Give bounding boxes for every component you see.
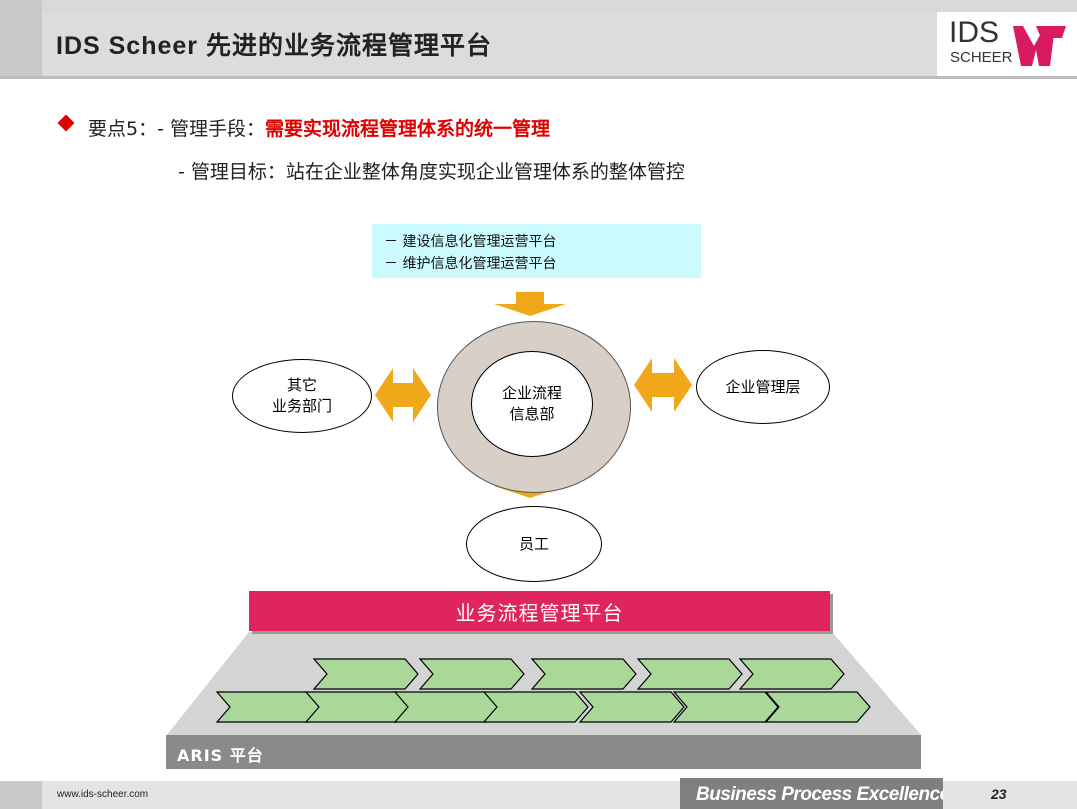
right-ellipse: 企业管理层 <box>696 350 830 424</box>
footer-left-block <box>0 781 42 809</box>
footer-url[interactable]: www.ids-scheer.com <box>57 789 149 800</box>
arrow-left-right-icon <box>375 368 431 422</box>
footer-tagline: Business Process Excellence <box>696 784 950 805</box>
footer-right-band <box>943 781 1077 809</box>
header-left-block <box>0 0 42 76</box>
management-goal: - 管理目标：站在企业整体角度实现企业管理体系的整体管控 <box>178 161 685 183</box>
key-point-highlight: 需要实现流程管理体系的统一管理 <box>264 118 550 140</box>
center-line-1: 企业流程 <box>501 384 562 402</box>
page-number: 23 <box>991 786 1007 802</box>
logo-text-ids: IDS <box>949 16 1000 49</box>
platform-trapezoid <box>166 632 922 736</box>
ids-scheer-logo-icon <box>940 14 1077 74</box>
left-line-1: 其它 <box>286 376 317 394</box>
key-point-label: 要点5：- 管理手段： <box>88 118 265 140</box>
center-ellipse: 企业流程信息部 <box>471 351 593 457</box>
arrow-down-top-icon <box>494 292 566 316</box>
footer-tagline-box <box>680 778 943 809</box>
task-line-maintain: － 维护信息化管理运营平台 <box>384 256 557 272</box>
task-line-build: － 建设信息化管理运营平台 <box>384 234 557 250</box>
bullet-diamond-icon <box>57 114 75 132</box>
platform-tasks-box <box>372 224 701 278</box>
left-line-2: 业务部门 <box>271 397 332 415</box>
arrow-left-right-right-icon <box>634 358 692 412</box>
aris-platform-bar <box>166 735 921 769</box>
footer-band <box>42 781 680 809</box>
header-band <box>42 12 937 76</box>
left-ellipse: 其它业务部门 <box>232 359 372 433</box>
center-line-2: 信息部 <box>509 405 555 423</box>
key-point-line: 要点5：- 管理手段：需要实现流程管理体系的统一管理 <box>88 114 550 141</box>
bpm-platform-bar: 业务流程管理平台 <box>249 591 830 631</box>
header-divider <box>0 76 1077 79</box>
aris-platform-label: ARIS 平台 <box>177 746 264 765</box>
bottom-ellipse: 员工 <box>466 506 602 582</box>
page-title: IDS Scheer 先进的业务流程管理平台 <box>56 32 492 60</box>
header-top-strip <box>0 0 1077 12</box>
logo-text-scheer: SCHEER <box>950 49 1013 66</box>
